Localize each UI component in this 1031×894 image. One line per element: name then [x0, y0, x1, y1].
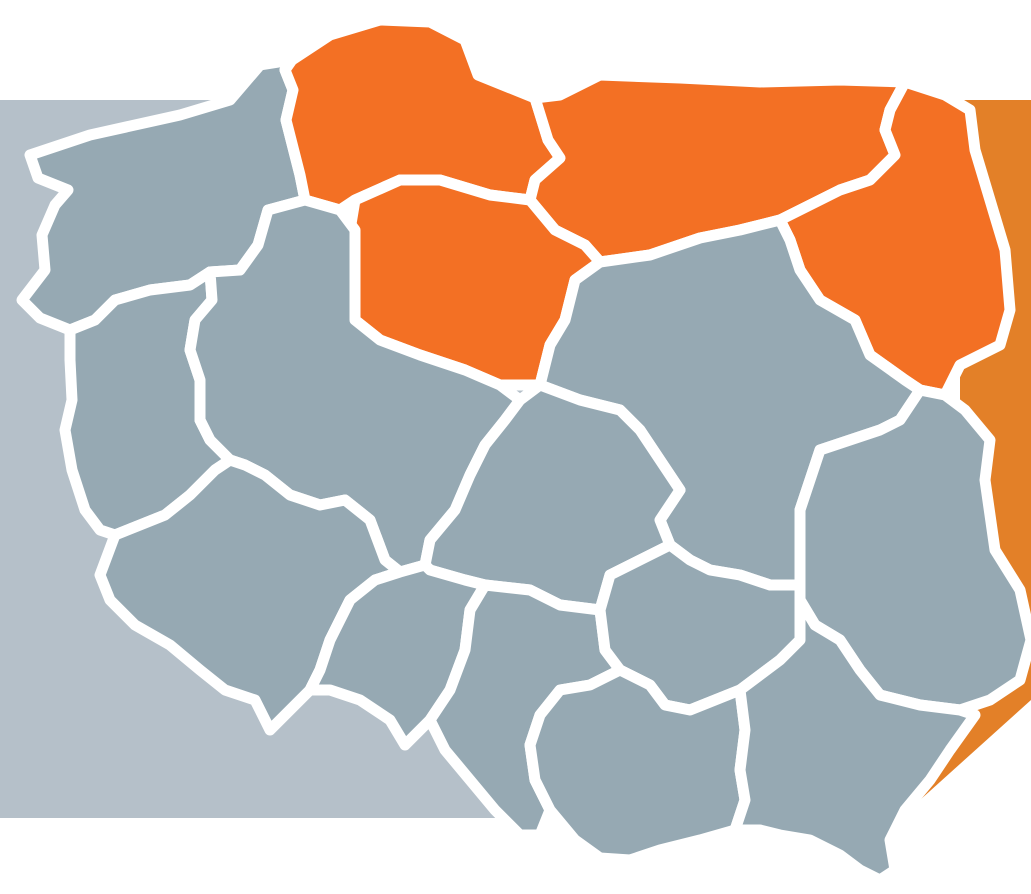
region-malopolskie[interactable] [524, 664, 751, 866]
region-podkarpackie[interactable] [729, 594, 981, 886]
